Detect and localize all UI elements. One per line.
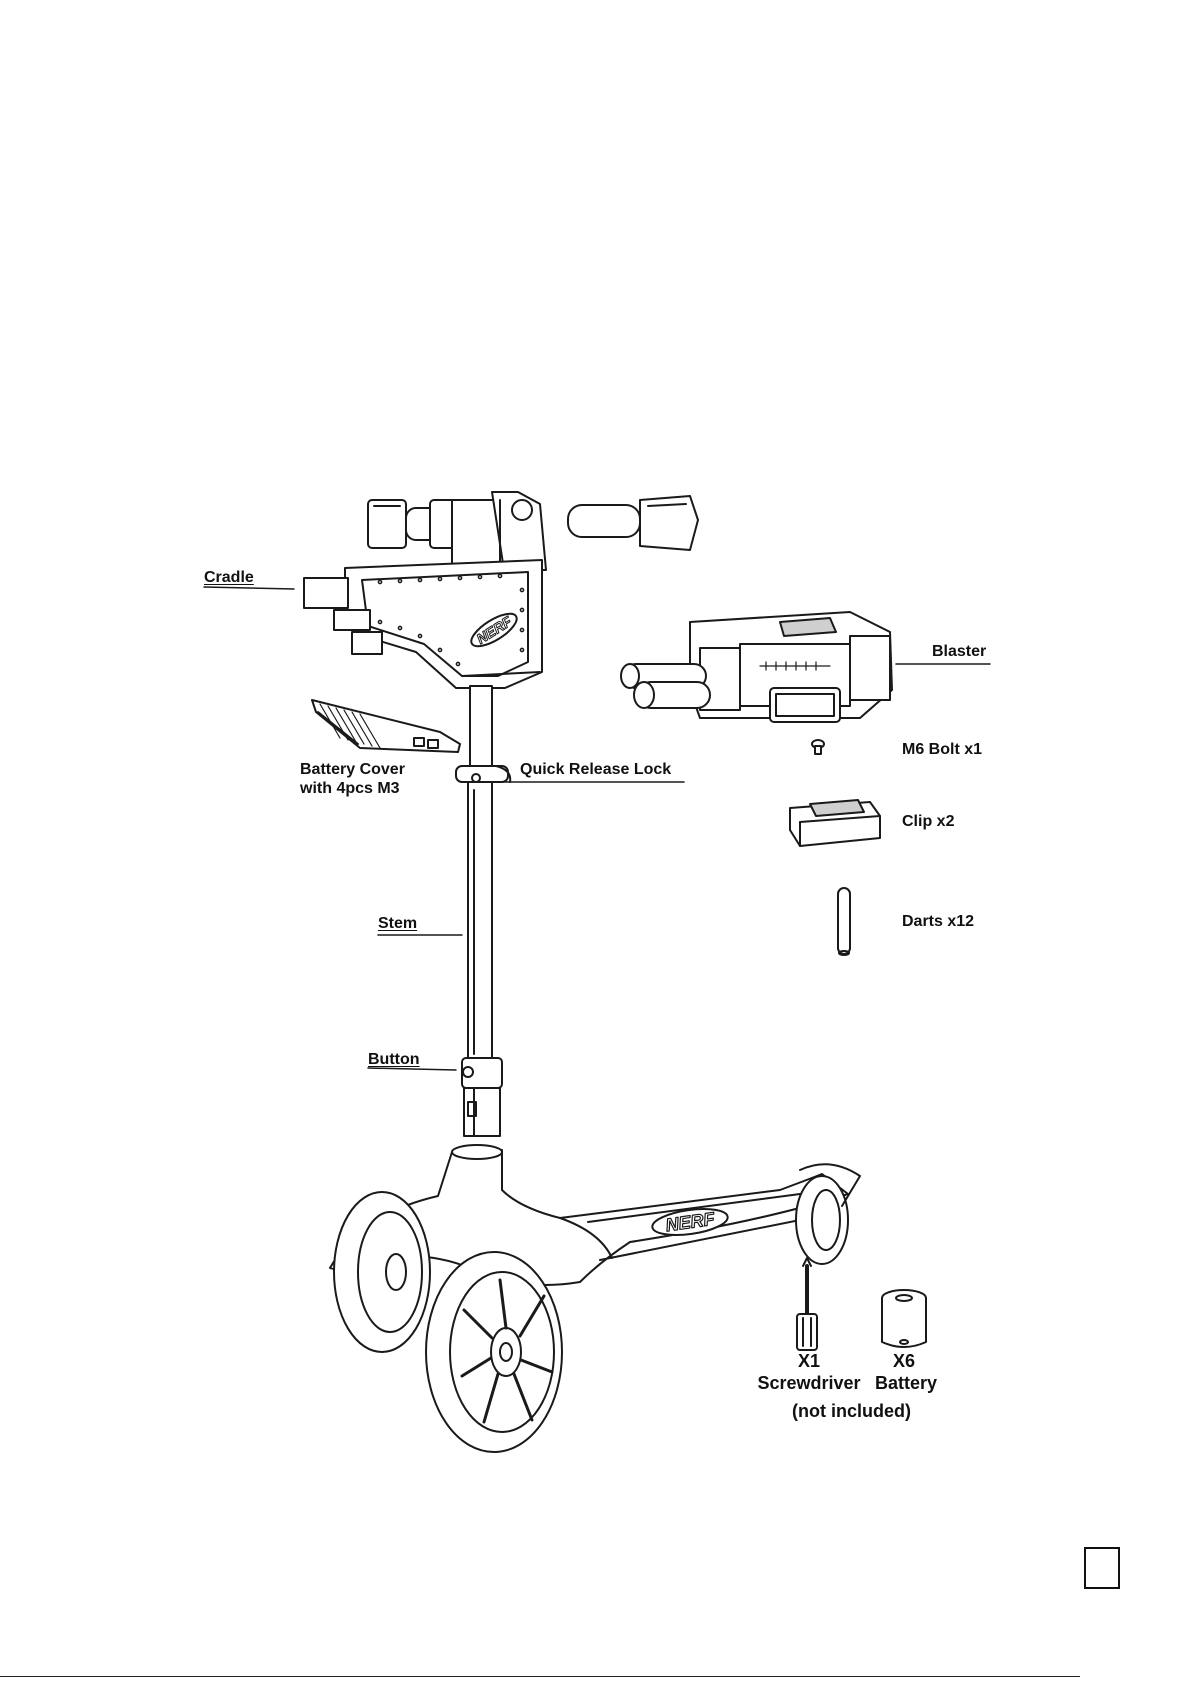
bottom-rule	[0, 1676, 1080, 1677]
screwdriver-label: Screwdriver	[754, 1374, 864, 1393]
clip-part	[790, 800, 880, 846]
battery-cover-label-line1: Battery Cover	[300, 760, 405, 779]
quick-release-lock-part	[456, 766, 510, 782]
rear-wheel	[796, 1164, 860, 1264]
m6-bolt-part	[812, 740, 824, 754]
front-right-wheel	[426, 1252, 562, 1452]
left-handlebar-grip	[368, 500, 456, 548]
handlebar-post	[452, 492, 546, 570]
cradle-label: Cradle	[204, 568, 254, 587]
quick-release-lock-label: Quick Release Lock	[520, 760, 671, 779]
right-handlebar-grip	[568, 496, 698, 550]
blaster-part	[621, 612, 892, 722]
battery-cover-part	[312, 700, 460, 752]
cradle-part: NERF	[304, 560, 542, 688]
clip-label: Clip x2	[902, 812, 954, 831]
m6-bolt-label: M6 Bolt x1	[902, 740, 982, 759]
battery-qty-label: X6	[864, 1352, 944, 1371]
battery-cover-label-line2: with 4pcs M3	[300, 779, 405, 798]
battery-label: Battery	[860, 1374, 952, 1393]
screwdriver-part	[797, 1258, 817, 1350]
battery-cover-label: Battery Cover with 4pcs M3	[300, 760, 405, 798]
button-sleeve	[462, 1058, 502, 1136]
battery-part	[882, 1290, 926, 1347]
stem-label: Stem	[378, 914, 417, 933]
button-label: Button	[368, 1050, 420, 1069]
screwdriver-qty-label: X1	[754, 1352, 864, 1371]
page-number-box	[1084, 1547, 1120, 1589]
darts-label: Darts x12	[902, 912, 974, 931]
stem-tube	[468, 686, 492, 1060]
blaster-label: Blaster	[932, 642, 986, 661]
dart-part	[838, 888, 850, 955]
not-included-label: (not included)	[792, 1402, 911, 1421]
blaster-barrels	[621, 664, 710, 708]
front-left-wheel	[334, 1192, 430, 1352]
